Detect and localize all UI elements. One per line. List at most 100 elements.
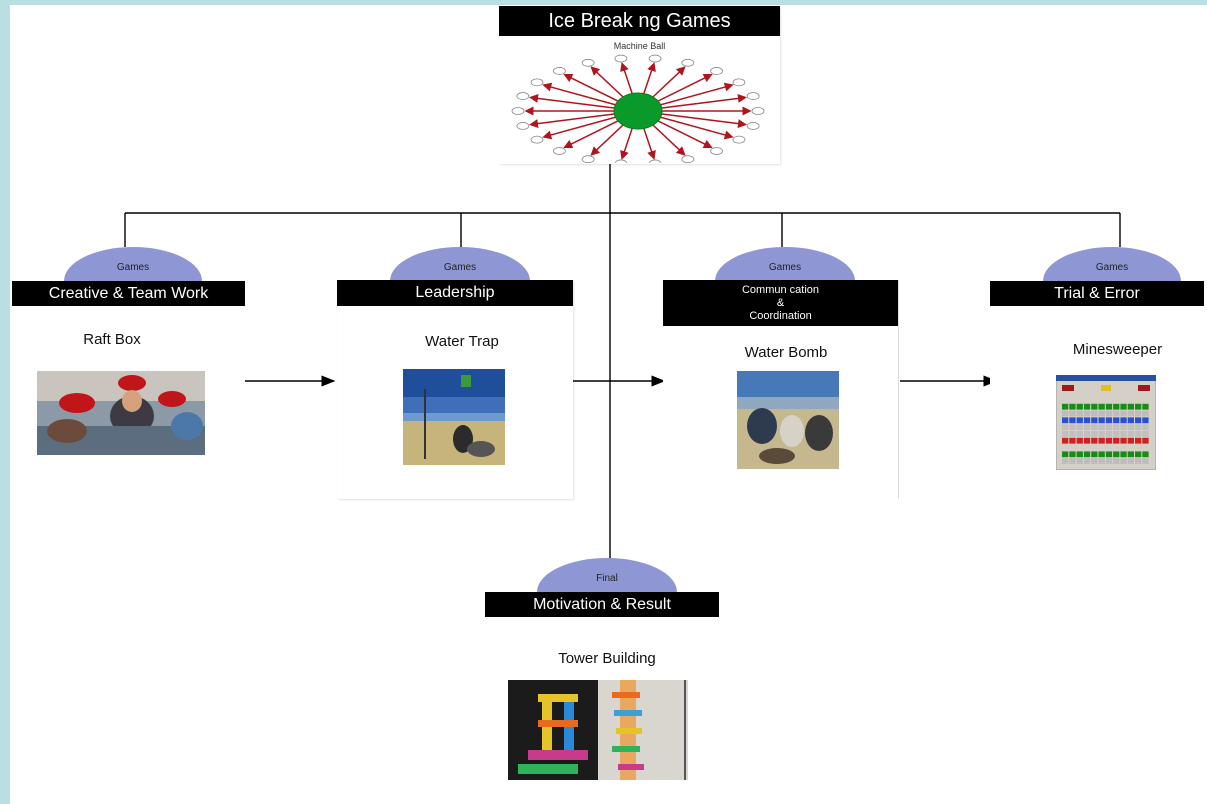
mine-cell bbox=[1069, 424, 1076, 430]
category-tag-label: Games bbox=[116, 261, 150, 273]
player-marker bbox=[732, 78, 746, 87]
category-name: Trial & Error bbox=[1054, 284, 1140, 302]
mine-cell bbox=[1083, 458, 1091, 464]
mine-cell bbox=[1127, 444, 1134, 451]
mine-cell bbox=[1120, 410, 1127, 417]
mine-cell bbox=[1127, 451, 1134, 458]
mine-cell bbox=[1062, 403, 1069, 410]
game-name: Water Bomb bbox=[744, 344, 828, 361]
mine-cell bbox=[1076, 451, 1083, 458]
player-marker bbox=[648, 54, 662, 63]
mine-cell bbox=[1083, 397, 1091, 403]
mine-cell bbox=[1062, 431, 1069, 437]
mine-cell bbox=[1105, 444, 1113, 451]
mine-cell bbox=[1113, 397, 1120, 403]
mine-cell bbox=[1062, 397, 1069, 403]
mine-cell bbox=[1098, 397, 1105, 403]
player-marker bbox=[710, 67, 723, 75]
mine-cell bbox=[1127, 403, 1134, 410]
mine-cell bbox=[1135, 451, 1142, 458]
mine-cell bbox=[1091, 417, 1098, 424]
mine-cell bbox=[1076, 403, 1083, 410]
mine-cell bbox=[1091, 458, 1098, 464]
mine-cell bbox=[1076, 458, 1083, 464]
mine-cell bbox=[1105, 458, 1113, 464]
mine-cell bbox=[1135, 444, 1142, 451]
player-marker bbox=[581, 58, 595, 67]
mine-cell bbox=[1142, 437, 1149, 444]
mine-cell bbox=[1113, 424, 1120, 430]
mine-cell bbox=[1069, 403, 1076, 410]
mine-cell bbox=[1069, 431, 1076, 437]
mine-cell bbox=[1083, 424, 1091, 430]
mine-cell bbox=[1142, 403, 1149, 410]
mine-cell bbox=[1105, 437, 1113, 444]
mine-cell bbox=[1135, 410, 1142, 417]
mine-cell bbox=[1113, 437, 1120, 444]
title-subtitle: Machine Ball bbox=[613, 41, 666, 51]
category-title-bar: Creative & Team Work bbox=[12, 281, 245, 306]
mine-cell bbox=[1105, 451, 1113, 458]
mine-cell bbox=[1135, 397, 1142, 403]
mine-cell bbox=[1062, 437, 1069, 444]
mine-cell bbox=[1062, 458, 1069, 464]
player-marker bbox=[581, 155, 595, 163]
mine-cell bbox=[1120, 417, 1127, 424]
mine-cell bbox=[1120, 458, 1127, 464]
mine-cell bbox=[1142, 451, 1149, 458]
mine-cell bbox=[1098, 431, 1105, 437]
mine-cell bbox=[1142, 410, 1149, 417]
player-marker bbox=[516, 122, 530, 130]
mine-cell bbox=[1135, 403, 1142, 410]
mine-cell bbox=[1142, 431, 1149, 437]
mine-cell bbox=[1098, 458, 1105, 464]
category-tag-label: Games bbox=[443, 261, 477, 273]
mine-cell bbox=[1127, 431, 1134, 437]
mine-cell bbox=[1113, 451, 1120, 458]
mine-cell bbox=[1142, 417, 1149, 424]
mine-cell bbox=[1069, 444, 1076, 451]
mine-cell bbox=[1091, 397, 1098, 403]
mine-cell bbox=[1069, 437, 1076, 444]
final-name: Motivation & Result bbox=[533, 595, 671, 613]
player-marker bbox=[553, 67, 566, 75]
mine-cell bbox=[1127, 437, 1134, 444]
player-marker bbox=[732, 135, 746, 144]
mine-cell bbox=[1120, 444, 1127, 451]
mine-cell bbox=[1083, 417, 1091, 424]
mine-cell bbox=[1120, 397, 1127, 403]
mine-cell bbox=[1076, 437, 1083, 444]
player-marker bbox=[746, 122, 760, 130]
water-bomb-photo bbox=[737, 371, 839, 469]
mine-cell bbox=[1127, 410, 1134, 417]
tower-building-photo bbox=[508, 680, 688, 780]
mine-cell bbox=[1113, 431, 1120, 437]
category-panel-communication: Commun cation & Coordination Water Bomb bbox=[663, 280, 899, 499]
player-marker bbox=[681, 58, 695, 67]
game-name: Raft Box bbox=[83, 331, 141, 348]
mine-cell bbox=[1076, 431, 1083, 437]
player-marker bbox=[530, 78, 544, 87]
machine-ball-illustration bbox=[511, 54, 765, 163]
mine-cell bbox=[1113, 417, 1120, 424]
mine-cell bbox=[1105, 424, 1113, 430]
mine-cell bbox=[1069, 451, 1076, 458]
mine-cell bbox=[1098, 437, 1105, 444]
mine-cell bbox=[1120, 437, 1127, 444]
category-tag-label: Games bbox=[1095, 261, 1129, 273]
player-marker bbox=[746, 92, 760, 100]
mine-cell bbox=[1076, 410, 1083, 417]
mine-cell bbox=[1135, 437, 1142, 444]
category-title-bar: Commun cation & Coordination bbox=[663, 280, 898, 326]
player-marker bbox=[530, 135, 544, 144]
player-marker bbox=[681, 155, 695, 163]
player-marker bbox=[511, 107, 525, 115]
mine-cell bbox=[1127, 417, 1134, 424]
mine-cell bbox=[1105, 410, 1113, 417]
category-name-line-3: Coordination bbox=[749, 309, 812, 322]
mine-cell bbox=[1062, 417, 1069, 424]
mine-cell bbox=[1083, 410, 1091, 417]
category-panel-trial: Trial & Error Minesweeper bbox=[990, 281, 1204, 500]
mine-cell bbox=[1069, 410, 1076, 417]
mine-cell bbox=[1113, 410, 1120, 417]
